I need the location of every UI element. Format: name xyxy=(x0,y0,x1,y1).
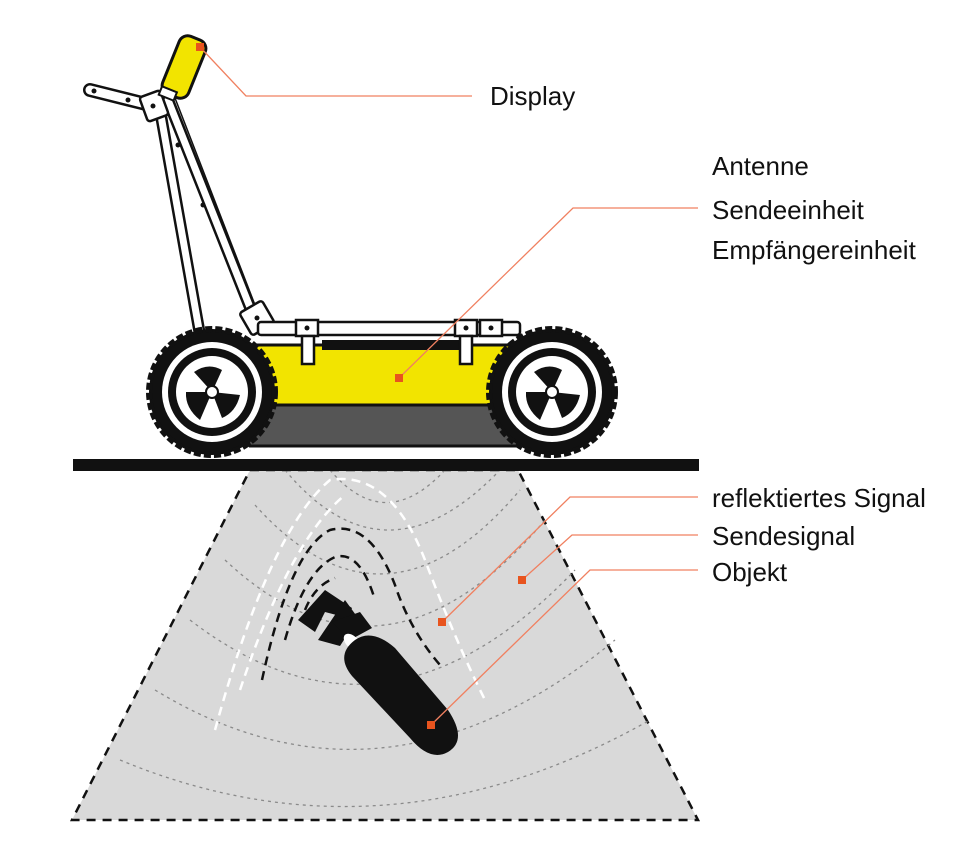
ground-surface xyxy=(73,459,699,471)
send-signal-waves xyxy=(119,469,651,808)
handle-assembly xyxy=(83,83,275,341)
label-object: Objekt xyxy=(712,557,788,587)
rear-wheel xyxy=(146,326,278,458)
body-rail xyxy=(256,318,522,338)
front-wheel xyxy=(486,326,618,458)
markers xyxy=(196,43,526,729)
label-antenna: Antenne xyxy=(712,151,809,181)
label-reflected-signal: reflektiertes Signal xyxy=(712,483,926,513)
label-transmitter: Sendeeinheit xyxy=(712,195,864,225)
label-send-signal: Sendesignal xyxy=(712,521,856,551)
label-display: Display xyxy=(490,81,576,111)
leader-lines xyxy=(199,46,698,726)
display-unit xyxy=(157,34,208,102)
object-echo-arcs xyxy=(260,527,441,681)
reflected-signal-waves xyxy=(213,477,487,731)
antenna-body xyxy=(229,334,535,448)
label-receiver: Empfängereinheit xyxy=(712,235,916,265)
